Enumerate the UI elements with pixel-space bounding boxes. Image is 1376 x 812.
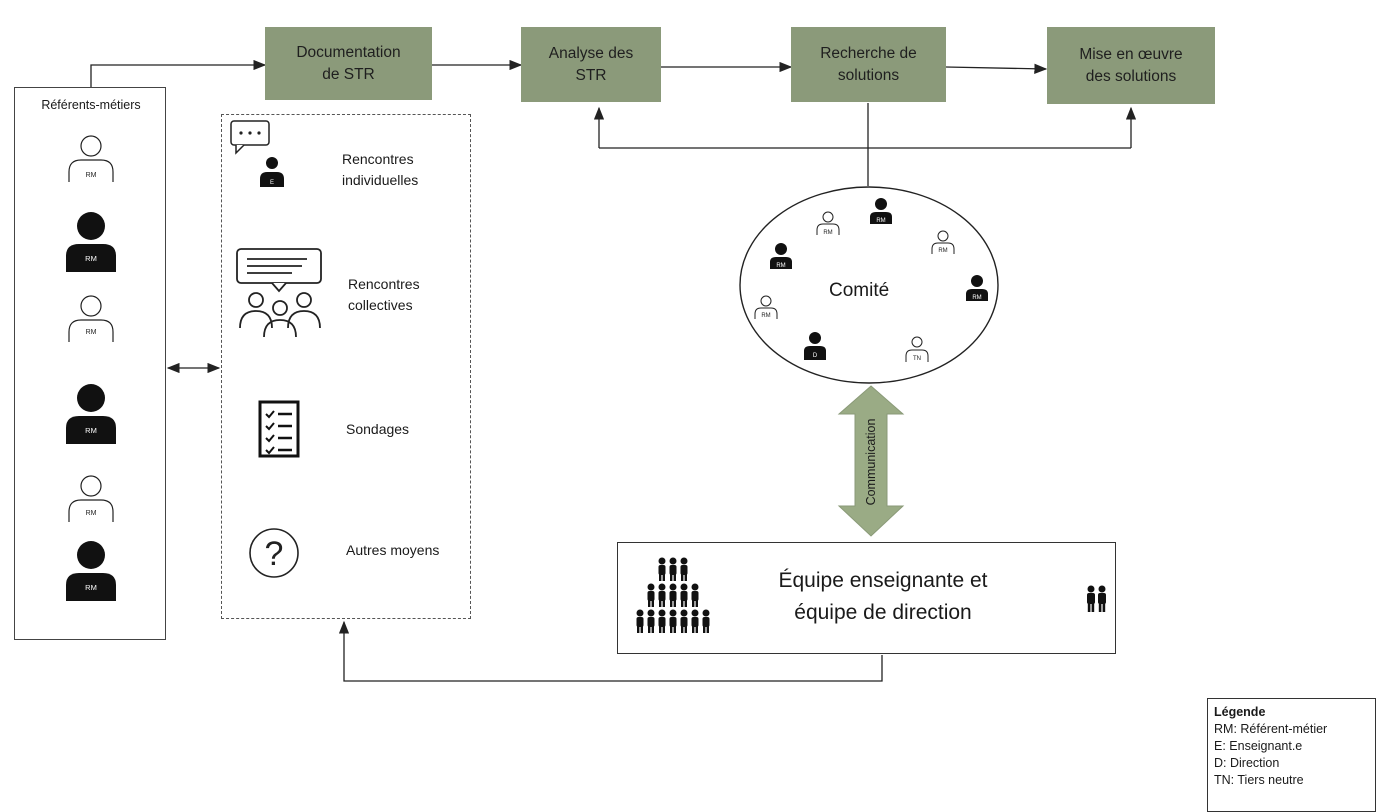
person-outline-icon: RM xyxy=(68,475,114,522)
referents-to-documentation-arrow xyxy=(90,59,267,87)
svg-text:E: E xyxy=(270,180,274,186)
legend-item: D: Direction xyxy=(1214,756,1280,770)
person-filled-icon: RM xyxy=(66,212,116,272)
rm-badge: RM xyxy=(85,254,97,263)
svg-text:RM: RM xyxy=(776,263,785,269)
person-outline-icon: RM xyxy=(68,135,114,182)
large-group-people-icon xyxy=(636,557,710,633)
process-step-mise-en-oeuvre-label: Mise en œuvre des solutions xyxy=(1079,45,1183,85)
individual-meeting-icon: E xyxy=(230,120,284,187)
process-step-recherche-label: Recherche de solutions xyxy=(820,44,917,84)
person-filled-icon: RM xyxy=(66,541,116,601)
svg-text:RM: RM xyxy=(823,230,832,236)
referents-icons: RM RM RM RM RM RM xyxy=(66,135,116,601)
svg-text:RM: RM xyxy=(972,295,981,301)
committee-member-icon: TN xyxy=(905,336,929,362)
committee-member-icon: D xyxy=(804,332,826,360)
referents-panel: Référents-métiers RM RM RM RM xyxy=(14,87,166,640)
legend: Légende RM: Référent-métier E: Enseignan… xyxy=(1207,698,1376,812)
committee-member-icon: RM xyxy=(931,230,955,254)
svg-text:?: ? xyxy=(265,535,284,573)
recherche-to-mise-arrow xyxy=(945,63,1048,74)
communication-double-arrow xyxy=(837,385,905,537)
rm-badge: RM xyxy=(86,329,97,336)
communication-label-wrap: Communication xyxy=(856,396,886,528)
survey-checklist-icon xyxy=(258,400,300,458)
rm-badge: RM xyxy=(86,172,97,179)
method-collective-label: Rencontres collectives xyxy=(348,276,420,313)
rm-badge: RM xyxy=(85,426,97,435)
legend-item: E: Enseignant.e xyxy=(1214,739,1303,753)
referents-title: Référents-métiers xyxy=(41,98,141,112)
communication-label: Communication xyxy=(864,418,878,506)
methods-panel: E xyxy=(221,114,471,619)
rm-badge: RM xyxy=(86,510,97,517)
two-people-icon xyxy=(1087,585,1106,612)
legend-item: RM: Référent-métier xyxy=(1214,722,1328,736)
committee-member-icon: RM xyxy=(770,243,792,269)
process-step-mise-en-oeuvre: Mise en œuvre des solutions xyxy=(1047,27,1215,104)
committee-member-icon: RM xyxy=(754,295,778,319)
svg-text:RM: RM xyxy=(938,248,947,254)
group-meeting-icon xyxy=(236,248,322,338)
committee-member-icon: RM xyxy=(870,198,892,224)
method-individual-label: Rencontres individuelles xyxy=(342,151,419,188)
person-filled-icon: RM xyxy=(66,384,116,444)
svg-text:RM: RM xyxy=(761,313,770,319)
legend-title: Légende xyxy=(1214,705,1266,719)
committee-member-icon: RM xyxy=(816,211,840,236)
process-step-documentation-label: Documentation de STR xyxy=(296,43,401,83)
process-step-recherche: Recherche de solutions xyxy=(791,27,946,102)
svg-text:D: D xyxy=(813,353,818,359)
process-step-analyse: Analyse des STR xyxy=(521,27,661,102)
committee-label: Comité xyxy=(829,280,890,301)
method-other-label: Autres moyens xyxy=(346,542,440,558)
process-step-documentation: Documentation de STR xyxy=(265,27,432,100)
svg-text:RM: RM xyxy=(876,218,885,224)
person-outline-icon: RM xyxy=(68,295,114,342)
legend-item: TN: Tiers neutre xyxy=(1214,773,1304,787)
methods-icons: E xyxy=(230,120,322,578)
svg-text:TN: TN xyxy=(913,356,921,362)
team-box: Équipe enseignante et équipe de directio… xyxy=(617,542,1116,654)
rm-badge: RM xyxy=(85,583,97,592)
question-mark-icon: ? xyxy=(249,528,299,578)
process-step-analyse-label: Analyse des STR xyxy=(548,44,634,84)
team-to-methods-arrow xyxy=(338,620,883,682)
team-label: Équipe enseignante et équipe de directio… xyxy=(778,569,988,624)
committee-member-icon: RM xyxy=(966,275,988,301)
committee-ellipse: RM RM RM RM RM RM D TN xyxy=(739,186,999,384)
method-surveys-label: Sondages xyxy=(346,421,410,437)
